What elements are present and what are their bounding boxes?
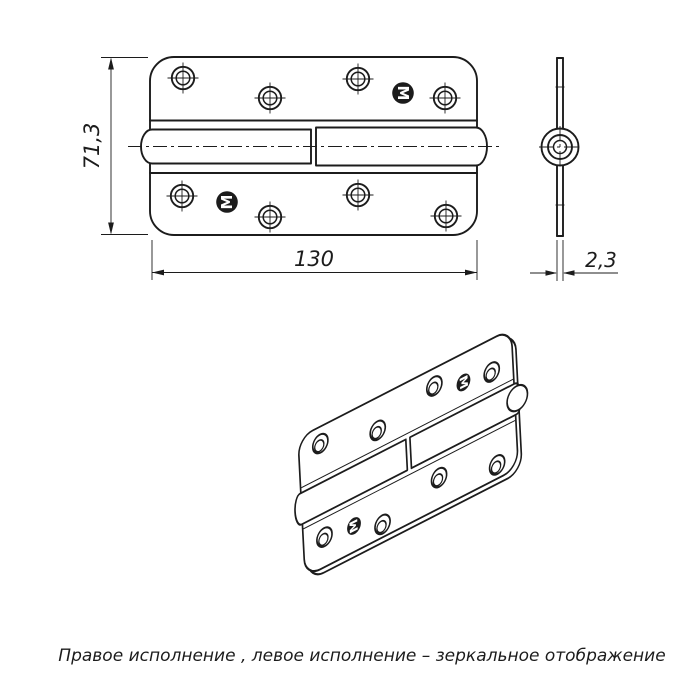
pin-cap <box>506 383 529 413</box>
barrel-left-knuckle <box>140 128 312 165</box>
width-dimension-label: 130 <box>294 247 334 271</box>
trademark-stamp: M <box>216 191 238 213</box>
trademark-stamp: M <box>347 517 361 536</box>
arrowhead <box>465 269 477 276</box>
arrowhead <box>108 57 114 70</box>
dimension-width: 130 <box>151 240 478 280</box>
trademark-stamp: M <box>392 82 414 104</box>
isometric-view: M M <box>294 333 529 576</box>
trademark-glyph: M <box>348 517 361 536</box>
arrowhead <box>563 270 575 276</box>
dimension-height: 71,3 <box>80 57 148 235</box>
arrowhead <box>152 269 164 276</box>
arrowhead <box>545 270 557 276</box>
barrel-left-knuckle <box>294 438 409 526</box>
dimension-thickness: 2,3 <box>530 240 618 281</box>
height-dimension-label: 71,3 <box>80 123 104 170</box>
side-view: 2,3 <box>530 57 618 281</box>
trademark-stamp: M <box>456 373 471 392</box>
barrel-right-knuckle <box>315 126 488 167</box>
front-view: M M 71,3 130 <box>80 56 501 280</box>
arrowhead <box>108 222 114 235</box>
trademark-circle <box>392 82 414 104</box>
slot-top-edge <box>301 378 513 489</box>
thickness-dimension-label: 2,3 <box>585 248 617 272</box>
drawing-caption: Правое исполнение , левое исполнение – з… <box>58 646 665 666</box>
trademark-circle <box>347 517 361 535</box>
trademark-glyph: M <box>218 195 236 210</box>
trademark-glyph: M <box>457 373 470 392</box>
slot-bottom-edge <box>303 419 516 530</box>
trademark-circle <box>216 191 238 213</box>
trademark-glyph: M <box>394 86 412 101</box>
trademark-circle <box>456 373 471 392</box>
